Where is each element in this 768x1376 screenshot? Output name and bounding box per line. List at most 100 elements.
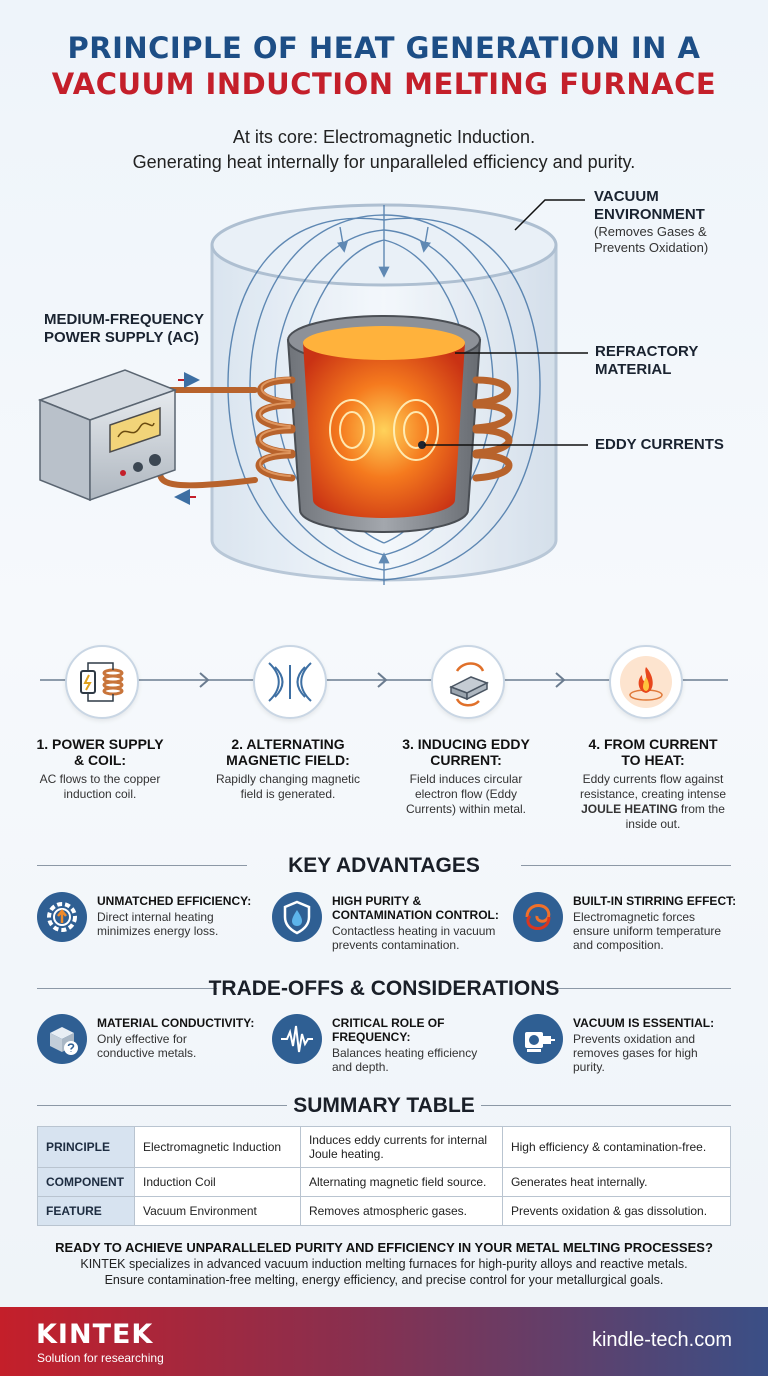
tradeoffs-title: TRADE-OFFS & CONSIDERATIONS <box>208 977 560 1000</box>
subtitle-line-2: Generating heat internally for unparalle… <box>132 152 636 172</box>
key-advantages-heading: KEY ADVANTAGES <box>0 851 768 881</box>
vacuum-environment-callout: VACUUM ENVIRONMENT (Removes Gases & Prev… <box>594 188 708 256</box>
waveform-icon <box>272 1014 322 1064</box>
step-2-title: 2. ALTERNATING MAGNETIC FIELD: <box>203 736 373 768</box>
tradeoff-2-title-2: FREQUENCY: <box>332 1030 411 1044</box>
step-3-desc-line-2: electron flow (Eddy <box>414 787 518 801</box>
advantage-3-title: BUILT-IN STIRRING EFFECT: <box>573 894 737 908</box>
advantage-efficiency: UNMATCHED EFFICIENCY: Direct internal he… <box>37 892 282 972</box>
table-cell: High efficiency & contamination-free. <box>501 1126 732 1168</box>
cta-line-2: Ensure contamination-free melting, energ… <box>104 1273 664 1287</box>
brand-logo[interactable]: KINTEK <box>36 1319 154 1350</box>
cta-heading: READY TO ACHIEVE UNPARALLELED PURITY AND… <box>55 1240 713 1255</box>
table-cell: Generates heat internally. <box>501 1167 732 1197</box>
joule-heating-emphasis: JOULE HEATING <box>581 802 678 816</box>
refractory-title-2: MATERIAL <box>595 361 672 378</box>
step-1-desc-line-2: induction coil. <box>63 787 137 801</box>
table-cell: Electromagnetic Induction <box>134 1126 301 1168</box>
title-line-1: PRINCIPLE OF HEAT GENERATION IN A <box>67 31 701 65</box>
power-supply-box <box>37 369 178 502</box>
table-cell: PRINCIPLE <box>37 1126 135 1168</box>
title-line-2: VACUUM INDUCTION MELTING FURNACE <box>51 67 717 101</box>
tradeoff-3-title: VACUUM IS ESSENTIAL: <box>573 1016 715 1030</box>
tradeoff-1-desc-2: conductive metals. <box>97 1046 197 1060</box>
step-1-title-line-2: & COIL: <box>73 752 127 768</box>
refractory-callout: REFRACTORY MATERIAL <box>595 343 698 379</box>
table-row: COMPONENT Induction Coil Alternating mag… <box>37 1167 732 1197</box>
shield-drop-icon <box>272 892 322 942</box>
table-cell: Vacuum Environment <box>134 1196 301 1226</box>
vacuum-pump-icon <box>513 1014 563 1064</box>
summary-table: PRINCIPLE Electromagnetic Induction Indu… <box>37 1126 732 1226</box>
step-3-desc: Field induces circular electron flow (Ed… <box>381 772 551 817</box>
cta-line-1: KINTEK specializes in advanced vacuum in… <box>80 1257 688 1271</box>
tradeoff-2-desc-2: and depth. <box>332 1060 389 1074</box>
table-cell: Prevents oxidation & gas dissolution. <box>501 1196 732 1226</box>
stirring-swirl-icon <box>513 892 563 942</box>
step-1-title-line-1: 1. POWER SUPPLY <box>36 736 164 752</box>
refractory-title-1: REFRACTORY <box>595 343 699 360</box>
footer: KINTEK Solution for researching kindle-t… <box>0 1307 768 1376</box>
brand-tagline: Solution for researching <box>37 1351 164 1365</box>
eddy-title: EDDY CURRENTS <box>595 436 724 453</box>
tradeoff-2-title-1: CRITICAL ROLE OF <box>332 1016 445 1030</box>
divider-right <box>481 1105 731 1106</box>
summary-heading: SUMMARY TABLE <box>0 1091 768 1121</box>
advantage-1-title: UNMATCHED EFFICIENCY: <box>97 894 252 908</box>
vacuum-title-2: ENVIRONMENT <box>594 206 705 223</box>
eddy-current-icon <box>431 645 505 719</box>
tradeoff-3-desc-3: purity. <box>573 1060 605 1074</box>
power-title-2: POWER SUPPLY (AC) <box>44 329 200 346</box>
power-coil-icon <box>65 645 139 719</box>
power-title-1: MEDIUM-FREQUENCY <box>44 311 204 328</box>
divider-left <box>37 1105 287 1106</box>
summary-title: SUMMARY TABLE <box>293 1094 475 1117</box>
step-3-desc-line-1: Field induces circular <box>409 772 523 786</box>
step-4-desc-line-4: inside out. <box>625 817 681 831</box>
step-4-desc-line-2: resistance, creating intense <box>579 787 727 801</box>
furnace-illustration <box>37 199 588 585</box>
advantage-3-desc-1: Electromagnetic forces <box>573 910 696 924</box>
tradeoff-frequency: CRITICAL ROLE OF FREQUENCY: Balances hea… <box>272 1014 517 1094</box>
process-steps: 1. POWER SUPPLY & COIL: AC flows to the … <box>0 640 768 840</box>
step-2-desc: Rapidly changing magnetic field is gener… <box>203 772 373 802</box>
tradeoff-3-desc-2: removes gases for high <box>573 1046 698 1060</box>
advantage-2-title-1: HIGH PURITY & <box>332 894 422 908</box>
step-4-desc-line-1: Eddy currents flow against <box>582 772 724 786</box>
divider-left <box>37 865 247 866</box>
table-row: FEATURE Vacuum Environment Removes atmos… <box>37 1196 732 1226</box>
table-row: PRINCIPLE Electromagnetic Induction Indu… <box>37 1126 732 1168</box>
subtitle: At its core: Electromagnetic Induction. … <box>0 125 768 175</box>
call-to-action: READY TO ACHIEVE UNPARALLELED PURITY AND… <box>0 1239 768 1288</box>
advantage-1-desc-1: Direct internal heating <box>97 910 214 924</box>
vacuum-note-2: Prevents Oxidation) <box>594 240 709 255</box>
website-link[interactable]: kindle-tech.com <box>591 1329 732 1351</box>
divider-right <box>521 865 731 866</box>
advantage-2-desc-1: Contactless heating in vacuum <box>332 924 496 938</box>
table-cell: Induction Coil <box>134 1167 301 1197</box>
step-2-title-line-2: MAGNETIC FIELD: <box>226 752 350 768</box>
tradeoff-vacuum: VACUUM IS ESSENTIAL: Prevents oxidation … <box>513 1014 758 1094</box>
step-4-desc-line-3-rest: from the <box>677 802 725 816</box>
step-3-title-line-1: 3. INDUCING EDDY <box>402 736 530 752</box>
step-3-desc-line-3: Currents) within metal. <box>405 802 527 816</box>
cube-question-icon <box>37 1014 87 1064</box>
advantage-3-desc-2: ensure uniform temperature <box>573 924 722 938</box>
divider-left <box>37 988 217 989</box>
step-3-title-line-2: CURRENT: <box>430 752 502 768</box>
table-cell: COMPONENT <box>37 1167 135 1197</box>
furnace-diagram: VACUUM ENVIRONMENT (Removes Gases & Prev… <box>0 175 768 615</box>
step-4-title: 4. FROM CURRENT TO HEAT: <box>568 736 738 768</box>
page-title: PRINCIPLE OF HEAT GENERATION IN A VACUUM… <box>0 30 768 102</box>
vacuum-title-1: VACUUM <box>594 188 659 205</box>
step-4-desc: Eddy currents flow against resistance, c… <box>568 772 738 832</box>
flame-icon <box>609 645 683 719</box>
advantage-stirring: BUILT-IN STIRRING EFFECT: Electromagneti… <box>513 892 758 972</box>
advantage-3-desc-3: and composition. <box>573 938 664 952</box>
divider-right <box>551 988 731 989</box>
step-1-desc: AC flows to the copper induction coil. <box>15 772 185 802</box>
tradeoff-1-desc-1: Only effective for <box>97 1032 187 1046</box>
step-2-desc-line-2: field is generated. <box>240 787 336 801</box>
advantage-2-desc-2: prevents contamination. <box>332 938 460 952</box>
step-4-desc-line-3: JOULE HEATING from the <box>568 802 738 817</box>
